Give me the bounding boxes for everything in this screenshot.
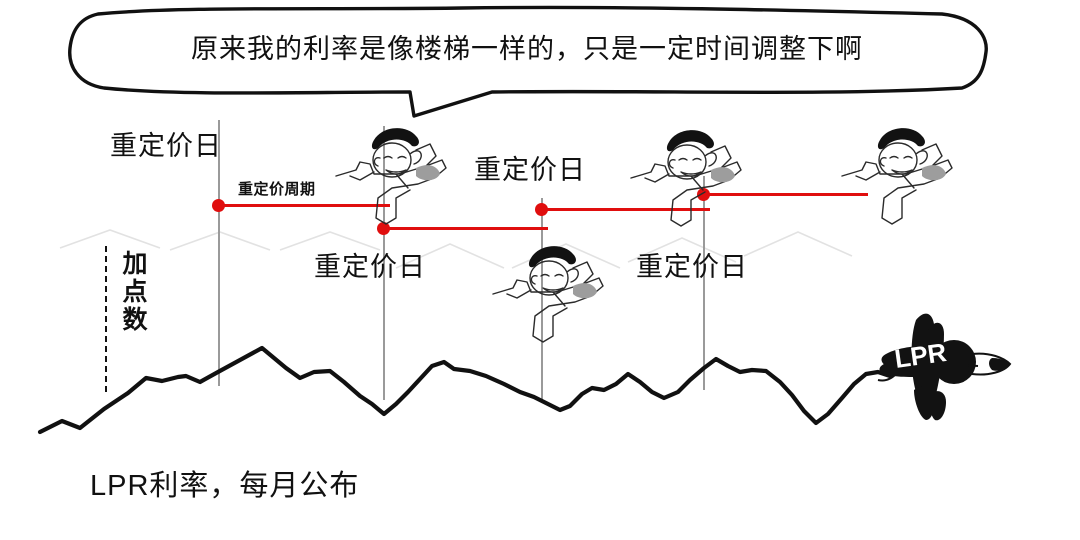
reprice-date-label-4: 重定价日 xyxy=(636,252,748,282)
chart-caption: LPR利率，每月公布 xyxy=(90,470,360,502)
reprice-line-2 xyxy=(383,126,385,400)
reprice-marker-2 xyxy=(377,222,390,235)
reprice-line-4 xyxy=(703,176,705,390)
airplane-rider-figure-3 xyxy=(625,116,745,228)
added-points-label: 加点数 xyxy=(119,250,147,334)
step-segment-1 xyxy=(218,204,390,208)
reprice-marker-3 xyxy=(535,203,548,216)
airplane-rider-figure-2 xyxy=(487,232,607,344)
speech-bubble: 原来我的利率是像楼梯一样的，只是一定时间调整下啊 xyxy=(62,4,992,122)
reprice-date-label-2: 重定价日 xyxy=(314,252,426,282)
airplane-rider-figure-1 xyxy=(330,114,450,226)
reprice-cycle-label: 重定价周期 xyxy=(238,181,316,198)
reprice-line-1 xyxy=(218,120,220,386)
reprice-line-3 xyxy=(541,198,543,400)
reprice-date-label-1: 重定价日 xyxy=(110,131,222,161)
speech-bubble-shape xyxy=(68,5,988,118)
speech-bubble-text: 原来我的利率是像楼梯一样的，只是一定时间调整下啊 xyxy=(191,33,863,64)
reprice-marker-4 xyxy=(697,188,710,201)
airplane-rider-figure-4 xyxy=(836,114,956,226)
reprice-date-label-3: 重定价日 xyxy=(474,155,586,185)
spread-dashed-line xyxy=(105,246,107,392)
lpr-badge-text: LPR xyxy=(893,337,949,374)
lpr-bird-badge: LPR xyxy=(877,302,1014,424)
step-segment-2 xyxy=(383,227,548,231)
reprice-marker-1 xyxy=(212,199,225,212)
step-segment-4 xyxy=(703,193,868,197)
step-segment-3 xyxy=(541,208,710,212)
